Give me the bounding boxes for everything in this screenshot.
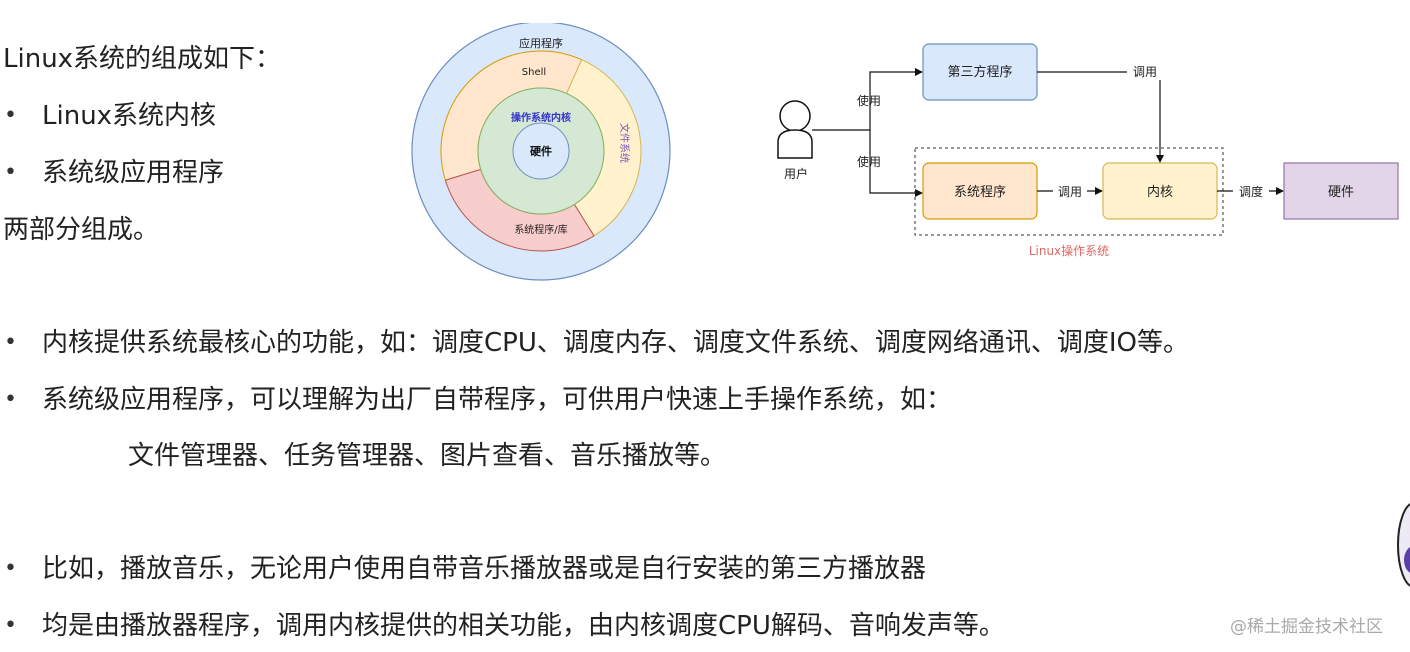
filesystem-layer-label: 文件系统: [618, 123, 631, 163]
note-music-example: 比如，播放音乐，无论用户使用自带音乐播放器或是自行安装的第三方播放器: [42, 554, 927, 584]
application-layer-label: 应用程序: [519, 36, 563, 50]
schedule-label: 调度: [1239, 184, 1263, 199]
linux-os-label: Linux操作系统: [1029, 243, 1109, 258]
hardware-core: [512, 122, 570, 180]
use-label-bottom: 使用: [857, 154, 881, 169]
note-system-apps-examples: 文件管理器、任务管理器、图片查看、音乐播放等。: [128, 441, 727, 471]
use-connector-top: [812, 68, 923, 131]
intro-bullet-apps: 系统级应用程序: [42, 158, 225, 188]
call-label-mid-bg: [1053, 183, 1087, 199]
bullet-dot: •: [4, 103, 17, 128]
schedule-label-bg: [1233, 183, 1269, 199]
note-player-call-kernel: 均是由播放器程序，调用内核提供的相关功能，由内核调度CPU解码、音响发声等。: [42, 611, 1005, 641]
shell-layer-label: Shell: [522, 67, 546, 78]
watermark: @稀土掘金技术社区: [1230, 617, 1383, 637]
bullet-dot: •: [4, 387, 17, 412]
call-label-top-bg: [1127, 64, 1161, 80]
use-connector-bottom: [869, 130, 923, 197]
use-label-top: 使用: [857, 93, 881, 108]
third-party-program-label: 第三方程序: [947, 64, 1012, 80]
note-kernel-functions: 内核提供系统最核心的功能，如：调度CPU、调度内存、调度文件系统、调度网络通讯、…: [42, 328, 1189, 358]
intro-bullet-kernel: Linux系统内核: [42, 101, 217, 131]
bullet-dot: •: [4, 556, 17, 581]
os-layers-diagram: 应用程序 Shell 操作系统内核 硬件 文件系统 系统程序/库: [411, 23, 671, 281]
kernel-label: 内核: [1147, 184, 1173, 200]
system-program-label: 系统程序: [954, 185, 1006, 200]
intro-heading: Linux系统的组成如下：: [3, 44, 282, 74]
hardware-box: [1283, 162, 1399, 220]
user-icon: [777, 100, 813, 159]
mascot-partial-icon: [1397, 503, 1410, 587]
os-flow-diagram: 用户 使用 使用 Linux操作系统 第三方程序 调用 系统程序 调用 内核 调…: [777, 43, 1399, 258]
user-label: 用户: [784, 166, 808, 181]
kernel-layer-label: 操作系统内核: [511, 111, 571, 124]
bullet-dot: •: [4, 330, 17, 355]
intro-closing: 两部分组成。: [3, 215, 160, 245]
hardware-box-label: 硬件: [1328, 185, 1354, 200]
bullet-dot: •: [4, 613, 17, 638]
call-label-mid: 调用: [1058, 185, 1082, 199]
hardware-label: 硬件: [530, 144, 552, 158]
linux-os-boundary: [914, 147, 1224, 236]
bullet-dot: •: [4, 160, 17, 185]
call-label-top: 调用: [1133, 65, 1157, 79]
system-library-layer-label: 系统程序/库: [514, 223, 567, 236]
note-system-apps: 系统级应用程序，可以理解为出厂自带程序，可供用户快速上手操作系统，如：: [42, 385, 953, 415]
